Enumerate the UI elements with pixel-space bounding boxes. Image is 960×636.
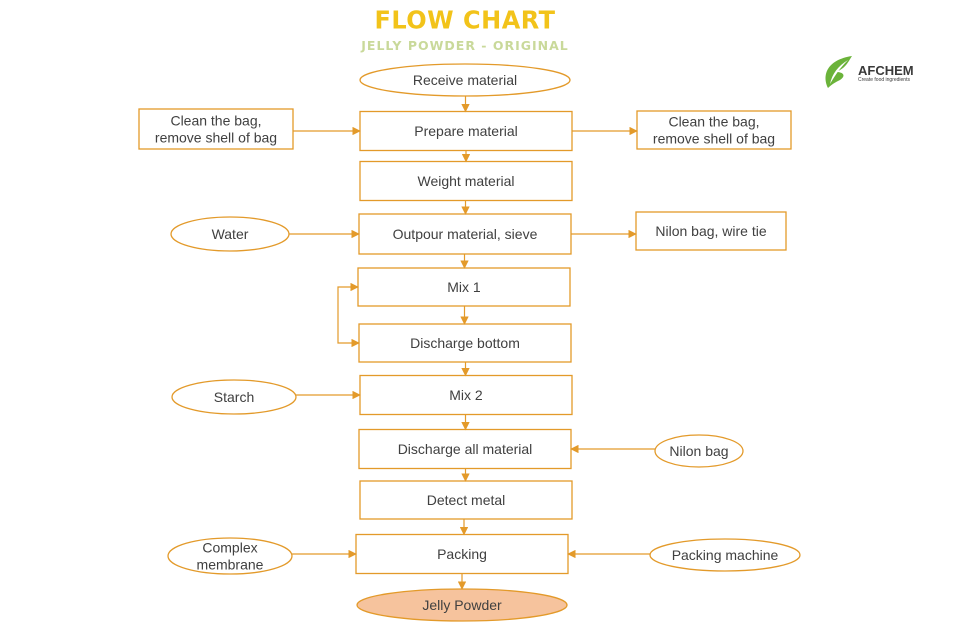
step-prepare-label: Prepare material xyxy=(414,123,518,139)
step-detect-shape xyxy=(359,480,573,520)
input-clean-bag-right-label: Clean the bag, xyxy=(668,114,759,130)
step-packing: Packing xyxy=(355,533,569,575)
afchem-logo: AFCHEM Create food ingredients xyxy=(822,54,932,90)
step-weight-shape xyxy=(359,160,573,202)
step-discharge-all-shape xyxy=(358,428,572,470)
input-starch-shape xyxy=(171,379,297,415)
step-receive: Receive material xyxy=(359,63,571,97)
input-nilon-bag-label: Nilon bag xyxy=(669,443,728,459)
input-clean-bag-right-shape xyxy=(636,110,792,150)
input-water-label: Water xyxy=(212,226,249,242)
input-complex-membrane-label: Complex xyxy=(202,540,257,556)
logo-name: AFCHEM xyxy=(858,63,914,78)
input-starch: Starch xyxy=(171,379,297,415)
input-clean-bag-left-label: Clean the bag, xyxy=(170,113,261,129)
step-discharge-all: Discharge all material xyxy=(358,428,572,470)
input-clean-bag-left: Clean the bag,remove shell of bag xyxy=(138,108,294,150)
input-nilon-bag-wire: Nilon bag, wire tie xyxy=(635,211,787,251)
step-outpour-label: Outpour material, sieve xyxy=(393,226,538,242)
input-clean-bag-left-label: remove shell of bag xyxy=(155,130,277,146)
step-discharge-bottom-label: Discharge bottom xyxy=(410,335,520,351)
input-clean-bag-left-shape xyxy=(138,108,294,150)
step-mix2: Mix 2 xyxy=(359,374,573,416)
step-packing-shape xyxy=(355,533,569,575)
step-jelly-label: Jelly Powder xyxy=(422,597,502,613)
step-jelly: Jelly Powder xyxy=(356,588,568,622)
step-discharge-all-label: Discharge all material xyxy=(398,441,533,457)
input-complex-membrane-label: membrane xyxy=(197,557,264,573)
input-packing-machine-shape xyxy=(649,538,801,572)
logo-tagline: Create food ingredients xyxy=(858,77,910,83)
input-water: Water xyxy=(170,216,290,252)
step-mix1: Mix 1 xyxy=(357,267,571,307)
step-outpour: Outpour material, sieve xyxy=(358,213,572,255)
step-mix2-label: Mix 2 xyxy=(449,387,483,403)
page-subtitle: JELLY POWDER - ORIGINAL xyxy=(361,38,569,53)
input-packing-machine: Packing machine xyxy=(649,538,801,572)
step-discharge-bottom-shape xyxy=(358,323,572,363)
step-mix1-label: Mix 1 xyxy=(447,279,481,295)
step-discharge-bottom: Discharge bottom xyxy=(358,323,572,363)
input-nilon-bag-wire-label: Nilon bag, wire tie xyxy=(655,223,766,239)
step-detect: Detect metal xyxy=(359,480,573,520)
step-prepare: Prepare material xyxy=(359,110,573,152)
step-weight-label: Weight material xyxy=(417,173,514,189)
input-complex-membrane-shape xyxy=(167,537,293,575)
input-nilon-bag: Nilon bag xyxy=(654,434,744,468)
step-receive-label: Receive material xyxy=(413,72,517,88)
step-packing-label: Packing xyxy=(437,546,487,562)
step-weight: Weight material xyxy=(359,160,573,202)
input-starch-label: Starch xyxy=(214,389,254,405)
step-mix1-shape xyxy=(357,267,571,307)
input-nilon-bag-wire-shape xyxy=(635,211,787,251)
input-packing-machine-label: Packing machine xyxy=(672,547,779,563)
afchem-leaf-icon xyxy=(825,56,852,88)
input-clean-bag-right-label: remove shell of bag xyxy=(653,131,775,147)
input-nilon-bag-shape xyxy=(654,434,744,468)
loop-arrow-mix1-discharge-bottom xyxy=(337,282,360,348)
step-detect-label: Detect metal xyxy=(427,492,506,508)
input-clean-bag-right: Clean the bag,remove shell of bag xyxy=(636,110,792,150)
step-mix2-shape xyxy=(359,374,573,416)
page-title: FLOW CHART xyxy=(374,5,556,35)
